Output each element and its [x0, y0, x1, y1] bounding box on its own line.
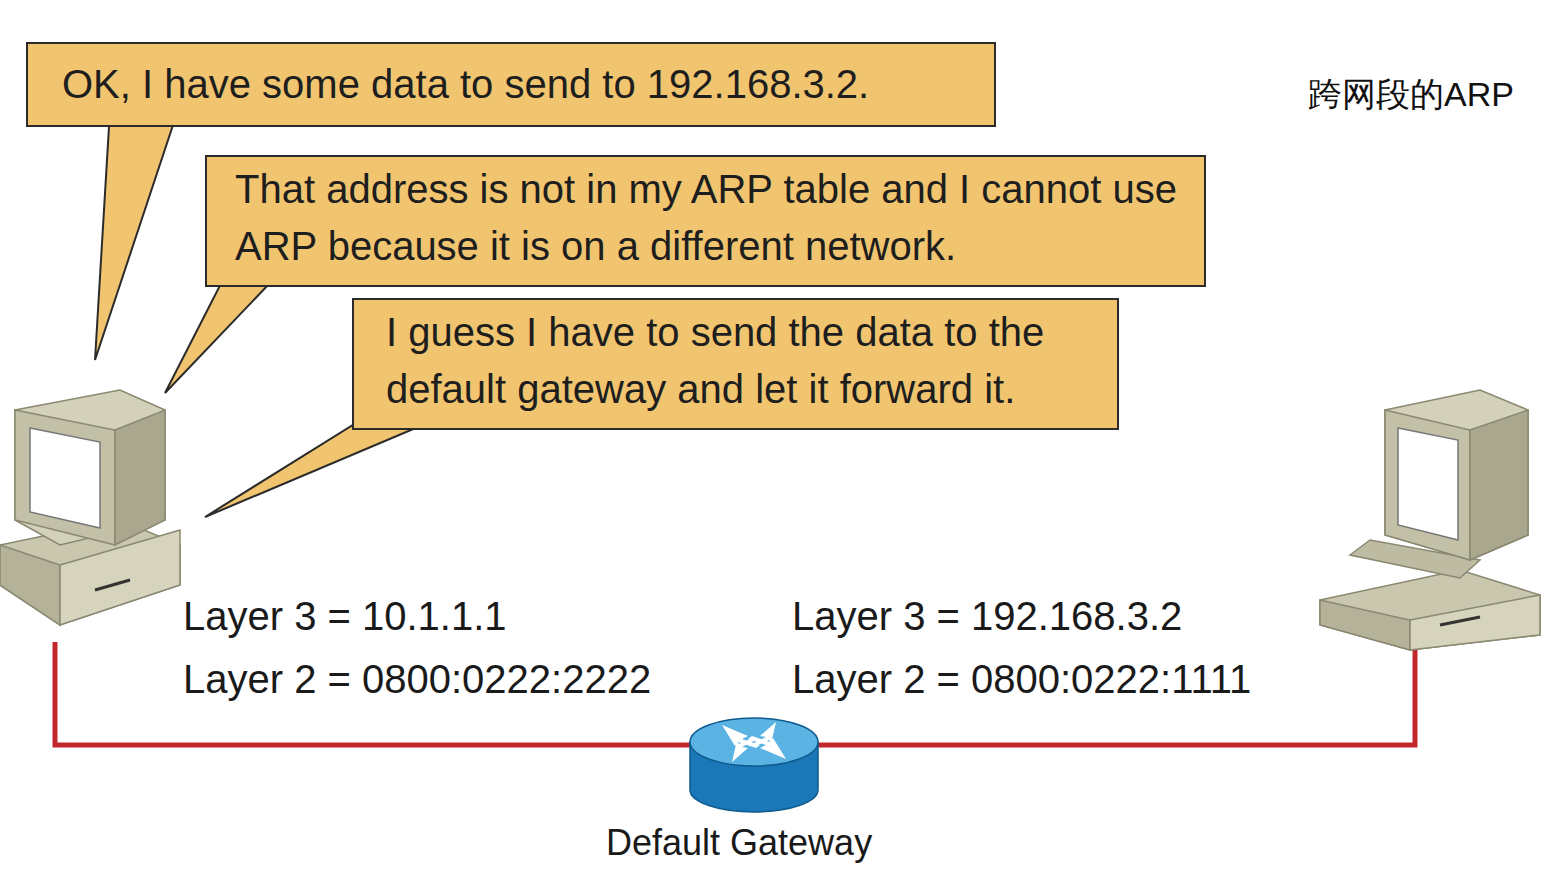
device-name: Default Gateway: [606, 822, 872, 864]
mac-address: Layer 2 = 0800:0222:2222: [183, 657, 651, 702]
speech-callout: OK, I have some data to send to 192.168.…: [26, 42, 996, 127]
left-computer: [0, 390, 180, 625]
callout-text: OK, I have some data to send to 192.168.…: [62, 56, 980, 113]
callout-text: That address is not in my ARP table and …: [235, 161, 1190, 275]
ip-address: Layer 3 = 192.168.3.2: [792, 594, 1182, 639]
mac-address: Layer 2 = 0800:0222:1111: [792, 657, 1251, 702]
right-computer: [1320, 390, 1540, 650]
callout-text: I guess I have to send the data to the d…: [386, 304, 1103, 418]
speech-callout: I guess I have to send the data to the d…: [352, 298, 1119, 430]
ip-address: Layer 3 = 10.1.1.1: [183, 594, 507, 639]
speech-callout: That address is not in my ARP table and …: [205, 155, 1206, 287]
slide-title: 跨网段的ARP: [1308, 72, 1514, 118]
router-icon: [690, 718, 818, 812]
